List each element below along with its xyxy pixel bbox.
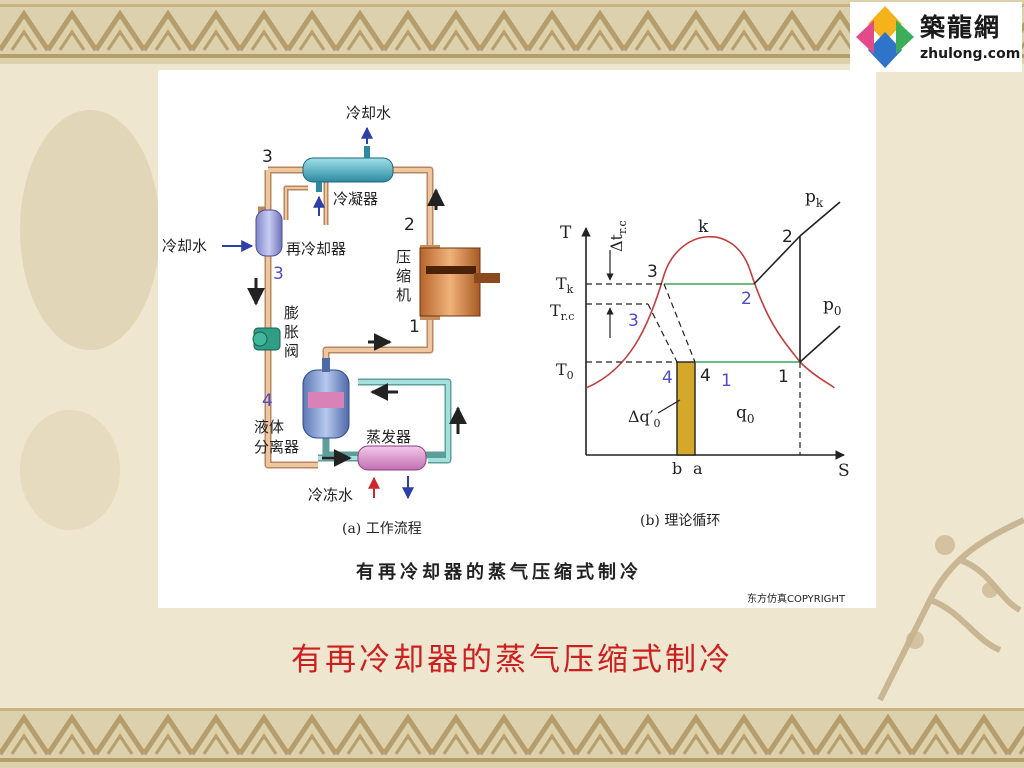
label-a: a — [693, 459, 703, 478]
ink-stain — [20, 110, 160, 350]
compression-lines — [753, 201, 841, 363]
saturation-curve — [585, 235, 835, 389]
point-2: 2 — [404, 215, 415, 235]
refrigeration-diagram: 冷却水 冷凝器 冷却水 再冷却器 3 3 2 1 压 缩 机 膨 胀 阀 4 液… — [162, 104, 850, 605]
label-separator-1: 液体 — [254, 418, 284, 436]
caption-a: (a) 工作流程 — [342, 521, 422, 537]
caption-b: (b) 理论循环 — [640, 513, 720, 529]
logo-mark-icon — [856, 6, 914, 68]
shaded-area-dq0 — [676, 361, 696, 456]
ts-point-1-blue: 1 — [721, 371, 732, 391]
label-dtrc: Δtr.c — [607, 220, 629, 252]
label-cooling-water-left: 冷却水 — [162, 237, 207, 255]
ts-point-4-blue: 4 — [662, 368, 673, 388]
figure-panel: 冷却水 冷凝器 冷却水 再冷却器 3 3 2 1 压 缩 机 膨 胀 阀 4 液… — [158, 70, 876, 608]
label-compressor-2: 缩 — [396, 267, 411, 285]
label-t0: T0 — [556, 360, 574, 382]
logo-name-en: zhulong.com — [920, 46, 1021, 62]
label-cooling-water-top: 冷却水 — [346, 104, 391, 122]
label-valve-3: 阀 — [284, 342, 299, 360]
label-dq0: Δq′0 — [628, 407, 660, 430]
expansion-valve — [252, 327, 281, 351]
dq0-leader — [657, 399, 681, 414]
subcooler — [255, 209, 283, 257]
label-tk: Tk — [556, 274, 574, 296]
blossom — [906, 631, 924, 649]
point-3-blue: 3 — [273, 264, 284, 284]
label-chilled-water: 冷冻水 — [308, 486, 353, 504]
zhulong-logo[interactable]: 築龍網 zhulong.com — [850, 2, 1022, 72]
label-valve-2: 胀 — [284, 323, 299, 341]
label-valve-1: 膨 — [284, 304, 299, 322]
condenser — [302, 157, 394, 183]
label-subcooler: 再冷却器 — [286, 240, 346, 258]
label-condenser: 冷凝器 — [333, 190, 378, 208]
ts-point-2-blue: 2 — [741, 289, 752, 309]
slide-caption: 有再冷却器的蒸气压缩式制冷 — [291, 642, 733, 678]
label-trc: Tr.c — [550, 301, 574, 323]
ts-point-2-top: 2 — [782, 227, 793, 247]
ts-point-3: 3 — [647, 262, 658, 282]
axis-label-s: S — [838, 461, 850, 481]
label-evaporator: 蒸发器 — [366, 428, 411, 446]
logo-name-cn: 築龍網 — [920, 13, 1002, 42]
ts-point-1: 1 — [778, 367, 789, 387]
dashed-guides — [586, 283, 801, 455]
ink-stain — [20, 410, 120, 530]
evaporator — [357, 445, 427, 471]
label-p0: p0 — [823, 295, 842, 318]
liquid-separator — [302, 358, 350, 439]
copyright: 东方仿真COPYRIGHT — [747, 592, 846, 605]
blossom — [935, 535, 955, 555]
label-compressor-3: 机 — [396, 286, 411, 304]
axis-label-t: T — [560, 223, 572, 243]
label-b: b — [672, 459, 682, 478]
point-1: 1 — [409, 317, 420, 337]
ts-point-3-blue: 3 — [628, 311, 639, 331]
label-compressor-1: 压 — [396, 248, 411, 266]
ts-axes — [581, 227, 845, 460]
label-pk: pk — [805, 187, 824, 210]
label-separator-2: 分离器 — [254, 438, 299, 456]
point-4-blue: 4 — [262, 391, 273, 411]
compressor — [419, 245, 500, 320]
point-3: 3 — [262, 147, 273, 167]
bottom-fret-band — [0, 708, 1024, 768]
label-critical-k: k — [698, 217, 709, 237]
ts-point-4: 4 — [700, 366, 711, 386]
label-q0: q0 — [736, 403, 755, 426]
blossom — [982, 582, 998, 598]
figure-title: 有再冷却器的蒸气压缩式制冷 — [356, 561, 642, 583]
